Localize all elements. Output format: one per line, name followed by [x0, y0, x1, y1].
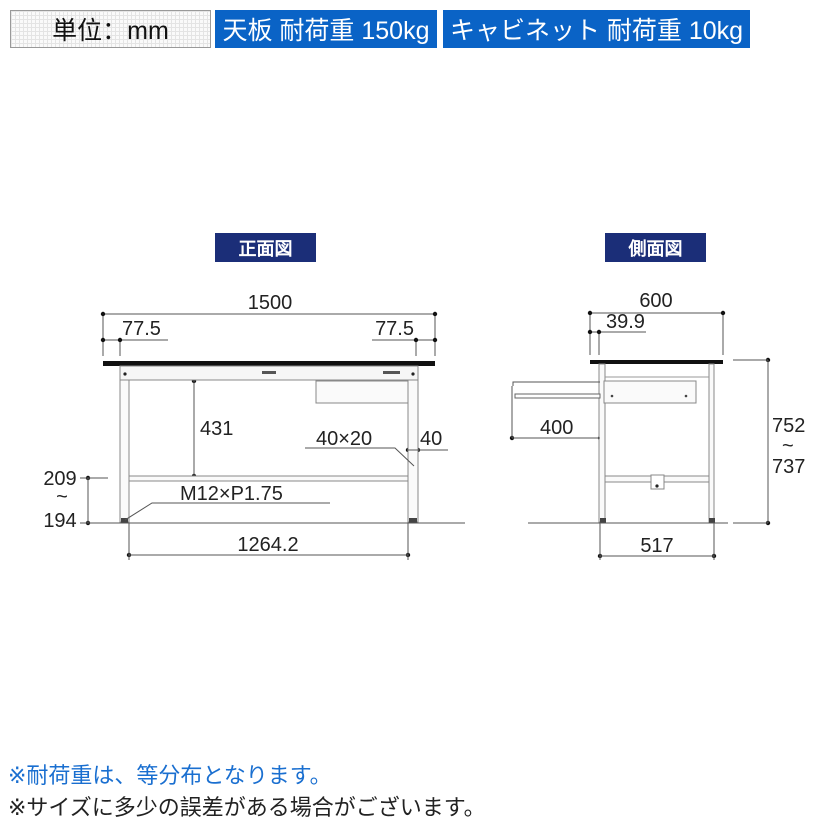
height-range-mark: ~ — [782, 435, 794, 457]
side-view-label: 側面図 — [605, 233, 706, 262]
frame-size-value: 40×20 — [316, 428, 372, 450]
tabletop — [103, 361, 435, 366]
width-value: 1500 — [248, 292, 293, 314]
side-tabletop — [590, 360, 723, 364]
side-offset-value: 39.9 — [606, 311, 645, 333]
left-leg — [119, 379, 130, 523]
height-max-value: 752 — [772, 415, 805, 437]
drawer-slide — [512, 381, 600, 386]
top-load-badge: 天板 耐荷重 150kg — [215, 10, 437, 48]
drawer — [315, 380, 409, 404]
side-back-leg — [708, 363, 715, 523]
right-leg — [407, 379, 419, 523]
adjuster-height-max: 209 — [43, 468, 76, 490]
leg-size-value: 40 — [420, 428, 442, 450]
adjuster-thread-value: M12×P1.75 — [180, 483, 283, 505]
front-view-label: 正面図 — [215, 233, 316, 262]
cabinet-load-badge: キャビネット 耐荷重 10kg — [443, 10, 750, 48]
note-load-distribution: ※耐荷重は、等分布となります。 — [8, 763, 332, 788]
adjuster-range-mark: ~ — [56, 486, 68, 508]
under-height-value: 431 — [200, 418, 233, 440]
leg-span-value: 1264.2 — [237, 534, 298, 556]
offset-right-value: 77.5 — [375, 318, 414, 340]
depth-value: 600 — [639, 290, 672, 312]
adjuster-height-min: 194 — [43, 510, 76, 532]
height-min-value: 737 — [772, 456, 805, 478]
offset-left-value: 77.5 — [122, 318, 161, 340]
drawer-extension-value: 400 — [540, 417, 573, 439]
side-drawer — [603, 380, 697, 404]
note-size-tolerance: ※サイズに多少の誤差がある場合がございます。 — [8, 795, 486, 820]
side-leg-span-value: 517 — [640, 535, 673, 557]
crossbar — [128, 475, 409, 482]
side-view: 600 39.9 400 752 ~ 737 517 — [509, 290, 805, 560]
front-view: 1500 77.5 77.5 431 40×20 40 209 ~ 194 M1… — [43, 292, 465, 560]
unit-label: 単位：mm — [10, 10, 211, 48]
